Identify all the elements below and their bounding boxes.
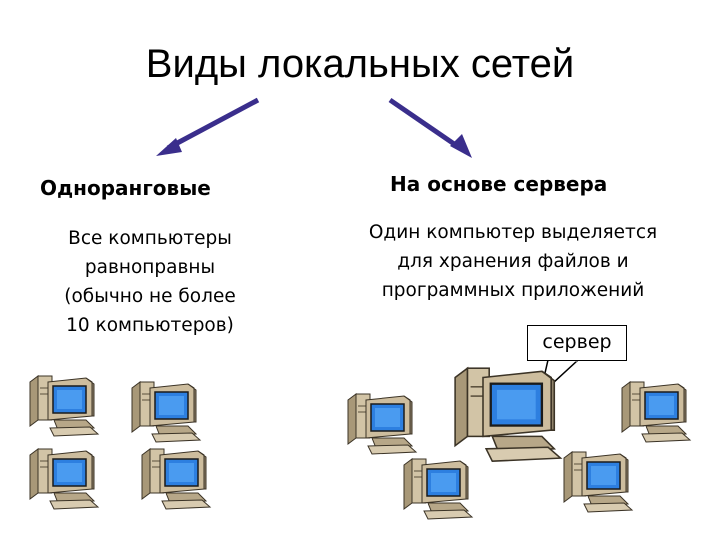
computer-icon: [131, 381, 201, 443]
description-line: Все компьютеры: [68, 228, 232, 249]
description-line: программных приложений: [381, 280, 645, 301]
computer-icon: [563, 451, 633, 513]
computer-icon: [141, 448, 211, 510]
arrow-left: [156, 97, 260, 156]
heading-peer-to-peer: Одноранговые: [40, 176, 211, 200]
computer-icon: [29, 448, 99, 510]
computer-icon: [347, 393, 417, 455]
page-title: Виды локальных сетей: [145, 42, 575, 86]
computer-icon: [29, 375, 99, 437]
server-icon: [453, 367, 562, 463]
heading-client-server: На основе сервера: [390, 172, 608, 196]
description-line: Один компьютер выделяется: [368, 222, 658, 243]
computer-icon: [403, 458, 473, 520]
peer-to-peer-description: Все компьютеры равноправны (обычно не бо…: [30, 224, 270, 340]
description-line: 10 компьютеров): [66, 315, 234, 336]
description-line: для хранения файлов и: [397, 251, 629, 272]
arrow-right: [388, 97, 472, 158]
description-line: (обычно не более: [64, 286, 236, 307]
client-server-description: Один компьютер выделяется для хранения ф…: [338, 218, 688, 305]
server-callout: сервер: [527, 325, 627, 361]
description-line: равноправны: [84, 257, 216, 278]
computer-icon: [621, 381, 691, 443]
